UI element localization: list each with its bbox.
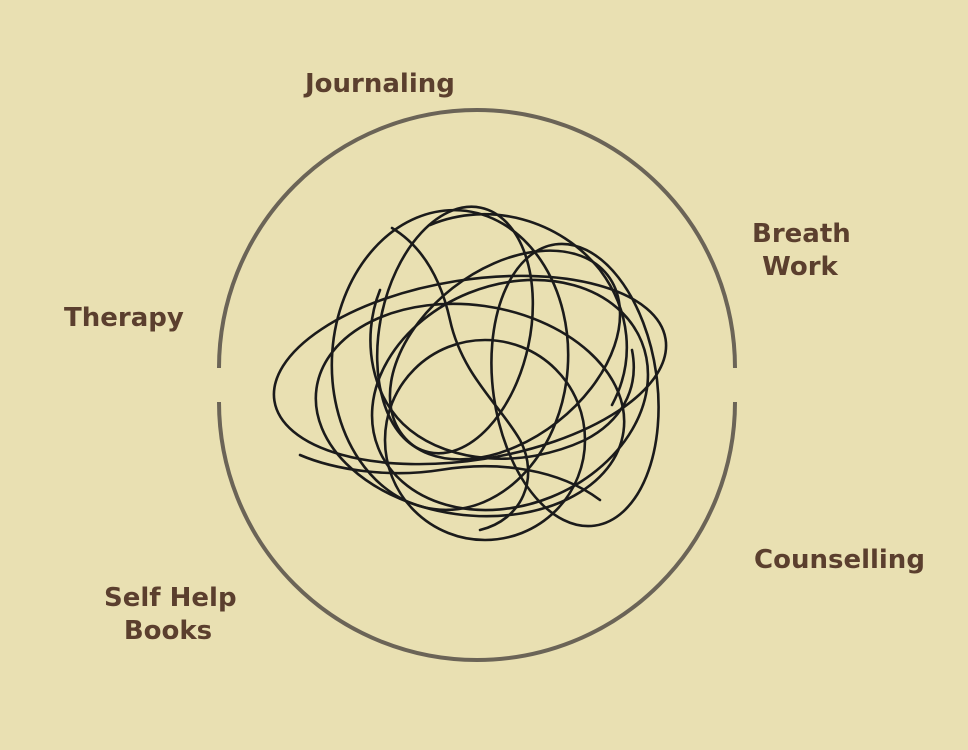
scribble-stroke bbox=[390, 226, 530, 532]
label-breath-work-line-2: Work bbox=[762, 252, 838, 282]
label-therapy: Therapy bbox=[64, 303, 184, 333]
label-journaling: Journaling bbox=[305, 69, 455, 99]
outer-ring-top-arc bbox=[217, 108, 737, 369]
scribble-loop bbox=[375, 205, 535, 455]
scribble-loop bbox=[314, 302, 626, 518]
label-self-help-books: Self Help Books bbox=[104, 582, 237, 648]
scribble-loop bbox=[388, 249, 622, 461]
outer-ring-bottom-arc bbox=[217, 401, 737, 662]
scribble-loop bbox=[490, 242, 660, 528]
scribble-loop bbox=[330, 208, 570, 512]
label-breath-work: Breath Work bbox=[752, 218, 851, 284]
label-self-help-books-line-1: Self Help bbox=[104, 583, 237, 613]
scribble-stroke bbox=[369, 288, 635, 461]
label-counselling: Counselling bbox=[754, 545, 925, 575]
label-self-help-books-line-2: Books bbox=[123, 616, 213, 646]
label-breath-work-line-1: Breath bbox=[752, 219, 851, 249]
scribble-loop bbox=[370, 278, 650, 512]
tangled-scribble bbox=[272, 205, 668, 542]
scribble-stroke bbox=[298, 453, 602, 502]
scribble-stroke bbox=[428, 213, 629, 407]
